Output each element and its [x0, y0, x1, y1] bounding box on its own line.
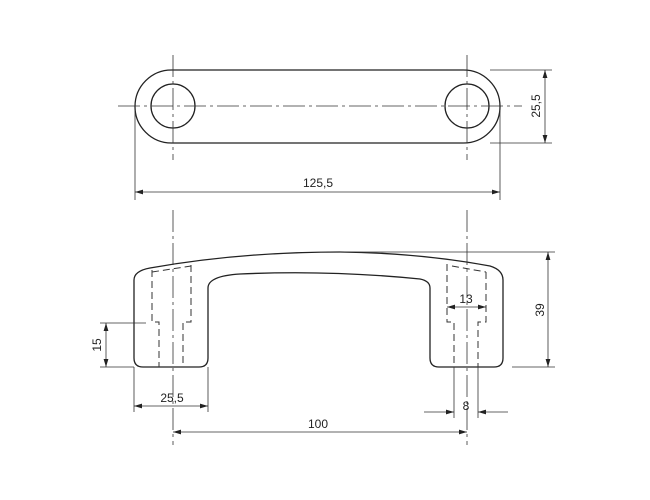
handle-top-outline: [134, 69, 501, 144]
front-view: 39 15 25,5 100 13 8: [90, 210, 555, 445]
counterbore-label: 13: [459, 292, 473, 306]
hidden-thread-left-outer: [151, 270, 160, 367]
hidden-thread-right-inner: [477, 272, 487, 367]
width-dimension-label: 25,5: [529, 94, 543, 118]
handle-front-outline: [133, 251, 504, 368]
thread-depth-label: 15: [90, 338, 104, 352]
top-view: 25,5 125,5: [118, 55, 552, 200]
leg-width-label: 25,5: [160, 391, 184, 405]
length-dimension-label: 125,5: [303, 176, 333, 190]
hidden-thread-right-outer: [446, 264, 455, 367]
hidden-thread-left-inner: [182, 265, 192, 367]
hole-spacing-label: 100: [308, 417, 328, 431]
hole-diameter-label: 8: [463, 399, 470, 413]
height-dimension-label: 39: [533, 303, 547, 317]
